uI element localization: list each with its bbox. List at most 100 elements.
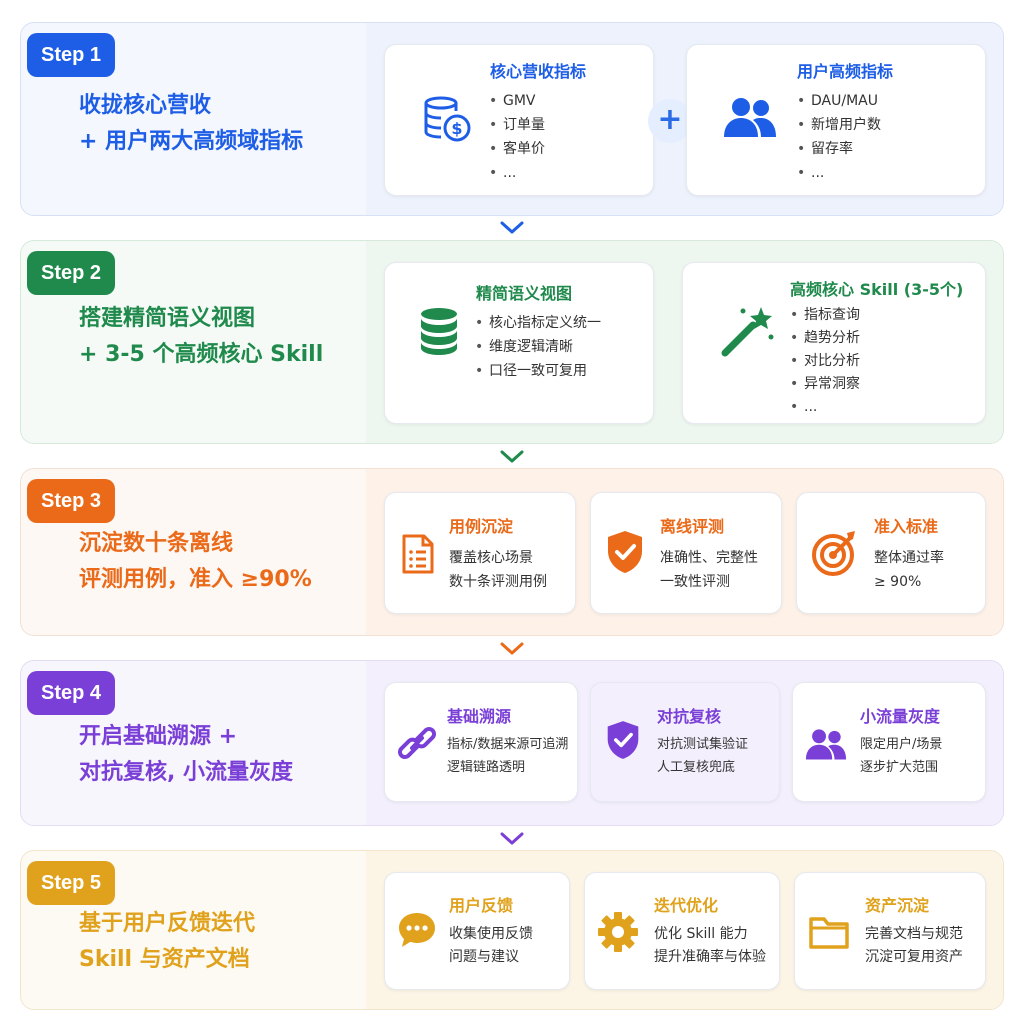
card-offline-evaluation: 离线评测 准确性、完整性 一致性评测 <box>590 492 782 614</box>
database-icon <box>419 307 459 359</box>
users-icon <box>723 95 777 143</box>
metric-list: DAU/MAU 新增用户数 留存率 ... <box>797 89 881 185</box>
card-title: 迭代优化 <box>654 896 719 915</box>
gear-icon <box>597 911 639 957</box>
magic-wand-icon <box>719 303 775 363</box>
card-line: 问题与建议 <box>449 949 519 965</box>
card-title: 用户反馈 <box>449 896 514 915</box>
step-4: Step 4 开启基础溯源 + 对抗复核, 小流量灰度 基础溯源 指标/数据来源… <box>20 660 1004 826</box>
users-icon <box>805 727 847 765</box>
card-title: 准入标准 <box>874 517 939 536</box>
card-semantic-view: 精简语义视图 核心指标定义统一 维度逻辑清晰 口径一致可复用 <box>384 262 654 424</box>
card-line: 逻辑链路透明 <box>447 760 526 775</box>
list-item: DAU/MAU <box>797 89 881 113</box>
step-3-badge: Step 3 <box>27 479 116 523</box>
card-basic-tracing: 基础溯源 指标/数据来源可追溯 逻辑链路透明 <box>384 682 578 802</box>
list-item: 口径一致可复用 <box>475 359 601 383</box>
list-item: ... <box>790 396 860 419</box>
card-line: 收集使用反馈 <box>449 926 533 942</box>
chat-bubble-icon <box>397 911 437 953</box>
card-line: 数十条评测用例 <box>449 574 547 590</box>
card-line: 覆盖核心场景 <box>449 550 533 566</box>
card-title: 核心营收指标 <box>490 62 587 81</box>
step-3-headline-line-1: 沉淀数十条离线 <box>79 531 234 556</box>
card-line: 对抗测试集验证 <box>657 737 749 752</box>
step-3-headline-line-2: 评测用例，准入 ≥90% <box>79 567 312 592</box>
step-4-headline-line-2: 对抗复核, 小流量灰度 <box>79 760 294 785</box>
card-line: 限定用户/场景 <box>860 737 943 752</box>
feature-list: 核心指标定义统一 维度逻辑清晰 口径一致可复用 <box>475 311 601 383</box>
card-line: 逐步扩大范围 <box>860 760 939 775</box>
card-title: 基础溯源 <box>447 707 512 726</box>
folder-icon <box>809 915 849 953</box>
svg-text:$: $ <box>451 119 462 138</box>
card-core-skills: 高频核心 Skill (3-5个) 指标查询 趋势分析 对比分析 异常洞察 ..… <box>682 262 986 424</box>
step-5-headline-line-2: Skill 与资产文档 <box>79 947 250 972</box>
list-item: 订单量 <box>489 113 545 137</box>
step-1: Step 1 收拢核心营收 + 用户两大高频域指标 $ 核心营收指标 G <box>20 22 1004 216</box>
card-line: 优化 Skill 能力 <box>654 926 748 942</box>
card-title: 精简语义视图 <box>476 284 573 303</box>
card-line: 整体通过率 <box>874 550 944 566</box>
step-4-badge: Step 4 <box>27 671 116 715</box>
link-icon <box>397 723 437 767</box>
card-line: 指标/数据来源可追溯 <box>447 737 569 752</box>
list-item: 趋势分析 <box>790 327 860 350</box>
card-case-accumulation: 用例沉淀 覆盖核心场景 数十条评测用例 <box>384 492 576 614</box>
card-asset-accumulation: 资产沉淀 完善文档与规范 沉淀可复用资产 <box>794 872 986 990</box>
step-2: Step 2 搭建精简语义视图 + 3-5 个高频核心 Skill 精简语义视图… <box>20 240 1004 444</box>
target-icon <box>811 529 859 581</box>
card-title: 用户高频指标 <box>797 62 894 81</box>
list-item: 指标查询 <box>790 304 860 327</box>
card-user-feedback: 用户反馈 收集使用反馈 问题与建议 <box>384 872 570 990</box>
step-2-headline-line-1: 搭建精简语义视图 <box>79 306 256 331</box>
step-1-badge: Step 1 <box>27 33 116 77</box>
card-small-traffic-gray: 小流量灰度 限定用户/场景 逐步扩大范围 <box>792 682 986 802</box>
card-title: 资产沉淀 <box>865 896 930 915</box>
card-title: 小流量灰度 <box>860 707 941 726</box>
card-title: 对抗复核 <box>657 707 722 726</box>
list-item: 异常洞察 <box>790 373 860 396</box>
card-core-revenue-metrics: $ 核心营收指标 GMV 订单量 客单价 ... <box>384 44 654 196</box>
step-1-headline-line-1: 收拢核心营收 <box>79 93 212 118</box>
list-item: 维度逻辑清晰 <box>475 335 601 359</box>
step-5-badge: Step 5 <box>27 861 116 905</box>
card-title: 高频核心 Skill (3-5个) <box>790 280 964 299</box>
document-list-icon <box>401 533 435 579</box>
step-4-headline-line-1: 开启基础溯源 + <box>79 724 238 749</box>
card-admission-standard: 准入标准 整体通过率 ≥ 90% <box>796 492 986 614</box>
step-3: Step 3 沉淀数十条离线 评测用例，准入 ≥90% 用例沉淀 覆盖核心场景 … <box>20 468 1004 636</box>
card-line: ≥ 90% <box>874 574 922 590</box>
list-item: 新增用户数 <box>797 113 881 137</box>
step-2-headline-line-2: + 3-5 个高频核心 Skill <box>79 342 324 367</box>
list-item: ... <box>797 161 881 185</box>
metric-list: GMV 订单量 客单价 ... <box>489 89 545 185</box>
list-item: ... <box>489 161 545 185</box>
list-item: 核心指标定义统一 <box>475 311 601 335</box>
card-adversarial-review: 对抗复核 对抗测试集验证 人工复核兜底 <box>590 682 780 802</box>
step-5: Step 5 基于用户反馈迭代 Skill 与资产文档 用户反馈 收集使用反馈 … <box>20 850 1004 1010</box>
card-line: 人工复核兜底 <box>657 760 736 775</box>
list-item: 对比分析 <box>790 350 860 373</box>
step-5-headline-line-1: 基于用户反馈迭代 <box>79 911 256 936</box>
step-1-headline-line-2: + 用户两大高频域指标 <box>79 129 304 154</box>
card-line: 提升准确率与体验 <box>654 949 766 965</box>
shield-check-icon <box>605 719 641 765</box>
chevron-down-icon <box>500 221 524 234</box>
step-2-badge: Step 2 <box>27 251 116 295</box>
card-line: 完善文档与规范 <box>865 926 963 942</box>
card-title: 用例沉淀 <box>449 517 514 536</box>
card-line: 一致性评测 <box>660 574 730 590</box>
chevron-down-icon <box>500 642 524 655</box>
list-item: 留存率 <box>797 137 881 161</box>
card-line: 准确性、完整性 <box>660 550 758 566</box>
shield-check-icon <box>605 529 645 579</box>
card-line: 沉淀可复用资产 <box>865 949 963 965</box>
coins-dollar-icon: $ <box>421 93 473 149</box>
chevron-down-icon <box>500 450 524 463</box>
list-item: GMV <box>489 89 545 113</box>
chevron-down-icon <box>500 832 524 845</box>
plus-icon: + <box>648 99 692 143</box>
card-title: 离线评测 <box>660 517 725 536</box>
